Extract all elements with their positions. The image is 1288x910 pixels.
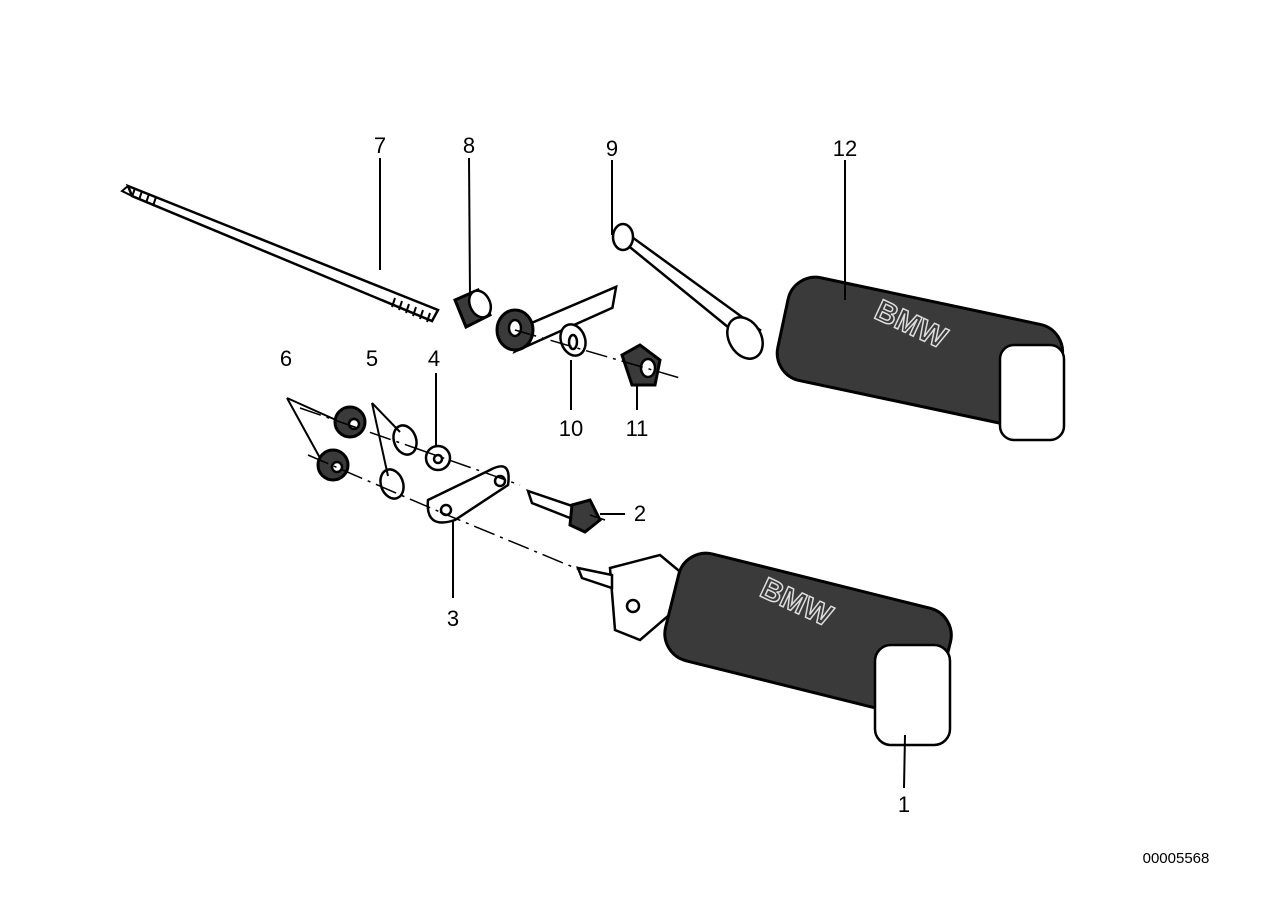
label-1: 1 — [898, 792, 910, 817]
part-8-spacer — [453, 288, 493, 330]
part-9-lever — [495, 222, 764, 360]
label-10: 10 — [559, 416, 583, 441]
label-8: 8 — [463, 133, 475, 158]
part-12-footpeg-rubber: BMW — [775, 275, 1066, 442]
part-1-footpeg: BMW — [575, 551, 953, 747]
label-3: 3 — [447, 606, 459, 631]
label-12: 12 — [833, 136, 857, 161]
label-6: 6 — [280, 346, 292, 371]
part-4-washer — [424, 444, 452, 472]
label-9: 9 — [606, 136, 618, 161]
part-3-link-plate — [426, 465, 510, 524]
part-6-nuts — [316, 405, 367, 482]
assembly-lines — [299, 329, 681, 571]
part-11-nut — [620, 343, 662, 387]
label-11: 11 — [626, 416, 649, 441]
leader-lines — [286, 157, 906, 789]
part-5-washers — [379, 424, 418, 500]
label-7: 7 — [374, 133, 386, 158]
part-2-bolt — [526, 489, 602, 534]
label-5: 5 — [366, 346, 378, 371]
label-2: 2 — [634, 501, 646, 526]
part-7-threaded-rod — [120, 183, 440, 323]
drawing-number: 00005568 — [1143, 850, 1210, 867]
label-4: 4 — [428, 346, 440, 371]
